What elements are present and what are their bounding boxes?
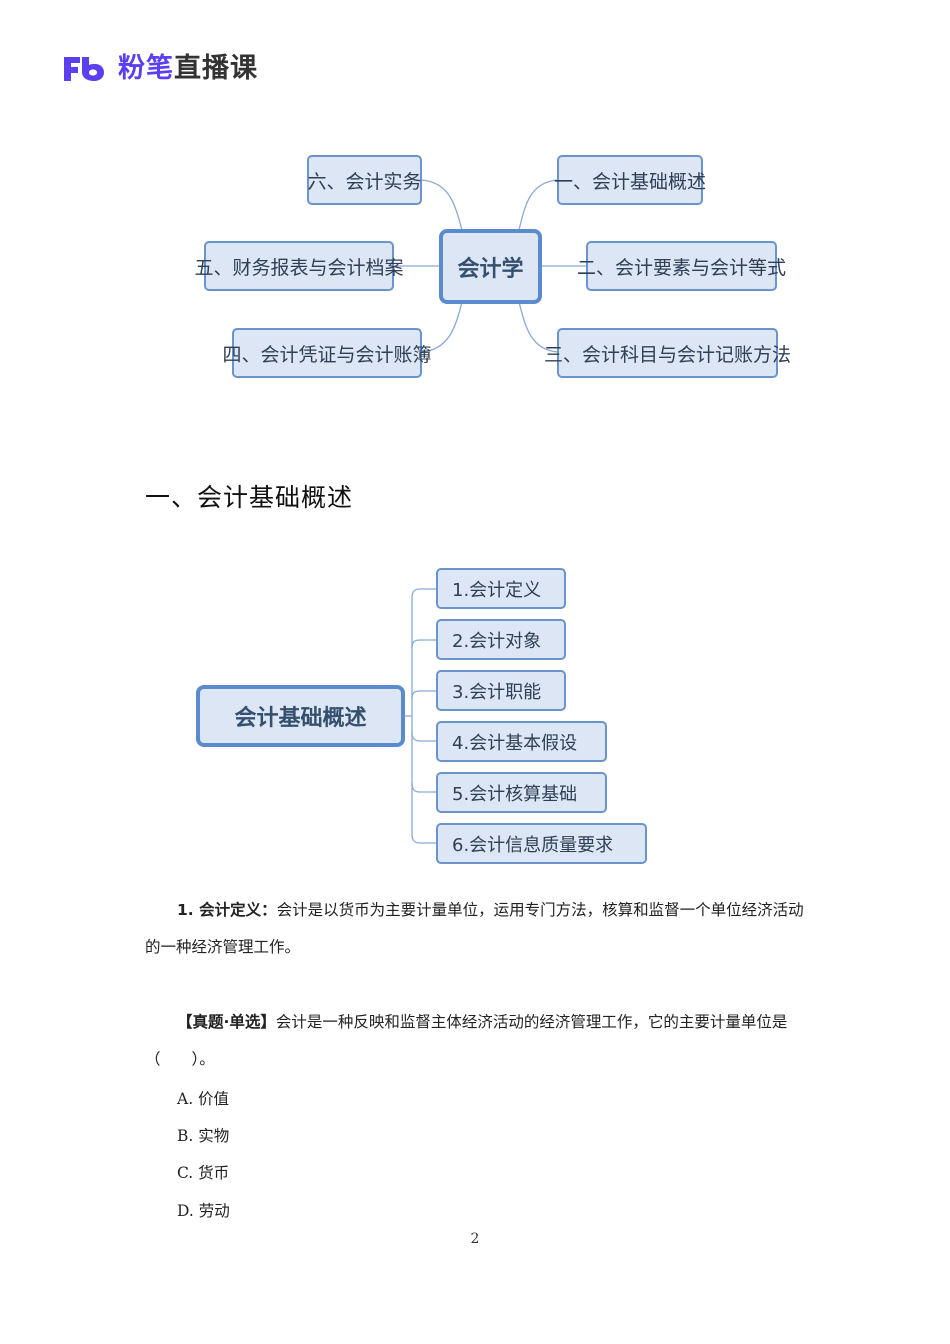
mindmap-branch-5: 五、财务报表与会计档案 <box>195 241 404 291</box>
mindmap-branch-2: 二、会计要素与会计等式 <box>577 241 786 291</box>
section-mindmap-item-5: 5.会计核算基础 <box>436 772 607 813</box>
section-mindmap-item-1: 1.会计定义 <box>436 568 566 609</box>
option-c: C. 货币 <box>177 1164 230 1182</box>
section-title: 一、会计基础概述 <box>145 483 354 512</box>
definition-text: 会计是以货币为主要计量单位，运用专门方法，核算和监督一个单位经济活动的一种经济管… <box>145 901 804 956</box>
logo-product-text: 直播课 <box>174 53 258 84</box>
mindmap-branch-4: 四、会计凭证与会计账簿 <box>223 328 432 378</box>
section-mindmap-item-2: 2.会计对象 <box>436 619 566 660</box>
section-mindmap-item-6: 6.会计信息质量要求 <box>436 823 647 864</box>
section-mindmap-item-3: 3.会计职能 <box>436 670 566 711</box>
mindmap-branch-6: 六、会计实务 <box>307 155 422 205</box>
fb-logo-icon <box>62 55 106 83</box>
definition-paragraph: 1. 会计定义：会计是以货币为主要计量单位，运用专门方法，核算和监督一个单位经济… <box>145 892 805 966</box>
mindmap-branch-1: 一、会计基础概述 <box>554 155 706 205</box>
option-b: B. 实物 <box>177 1127 230 1145</box>
page-number: 2 <box>470 1231 480 1247</box>
section-mindmap-item-4: 4.会计基本假设 <box>436 721 607 762</box>
logo-wordmark: 粉笔直播课 <box>118 52 258 86</box>
logo-brand-text: 粉笔 <box>118 53 174 84</box>
option-a: A. 价值 <box>177 1090 230 1108</box>
question-paragraph: 【真题·单选】会计是一种反映和监督主体经济活动的经济管理工作，它的主要计量单位是… <box>145 1004 805 1078</box>
mindmap-branch-3: 三、会计科目与会计记账方法 <box>544 328 791 378</box>
question-stem: 会计是一种反映和监督主体经济活动的经济管理工作，它的主要计量单位是（ ）。 <box>145 1013 788 1068</box>
option-d: D. 劳动 <box>177 1202 230 1220</box>
question-tag: 【真题·单选】 <box>177 1013 276 1031</box>
section-mindmap-root: 会计基础概述 <box>196 685 405 747</box>
brand-logo: 粉笔直播课 <box>62 52 258 86</box>
definition-label: 1. 会计定义： <box>177 901 277 919</box>
mindmap-root-node: 会计学 <box>439 229 542 304</box>
